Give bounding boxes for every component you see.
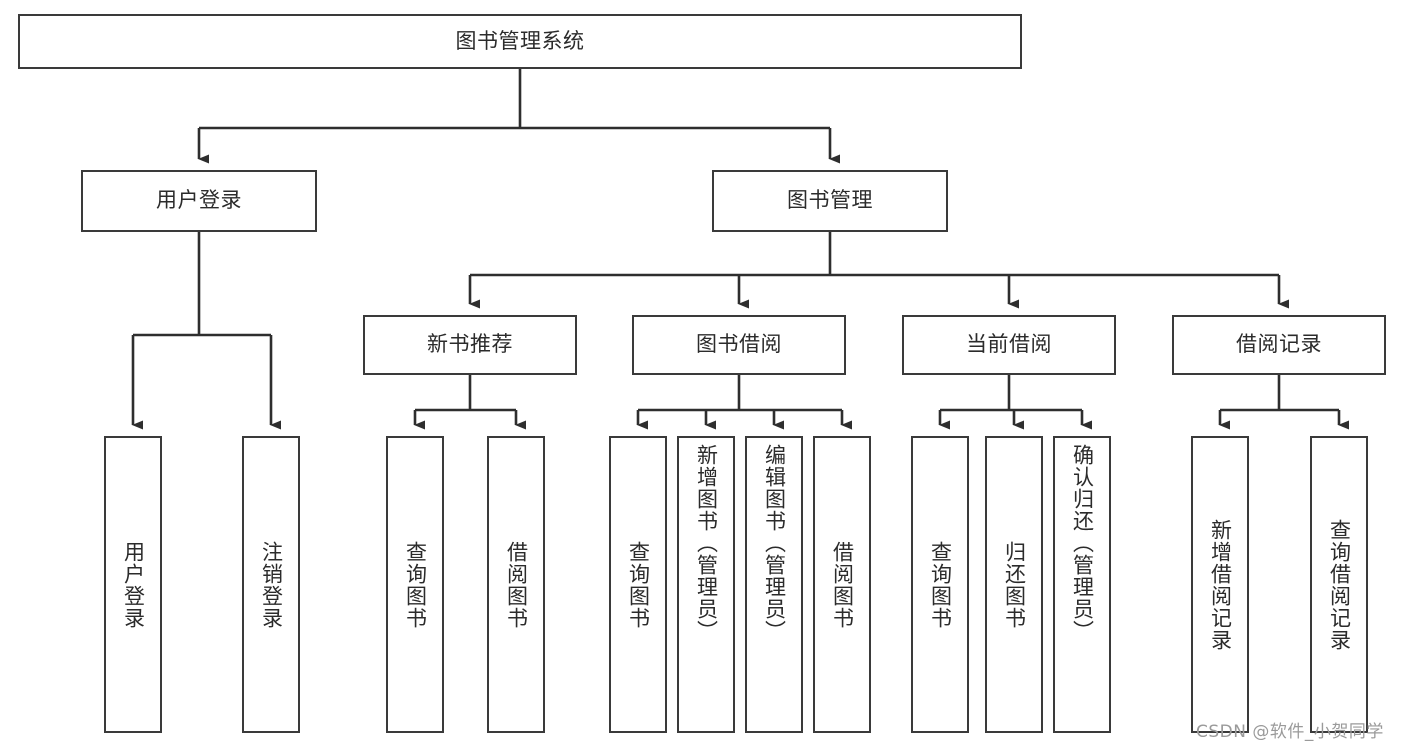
node-label-records: 借阅记录 xyxy=(1236,332,1322,357)
node-label-bookmgmt: 图书管理 xyxy=(787,188,873,213)
node-leaf-cur-confirm[interactable]: 确认归还（管理员） xyxy=(1053,436,1111,733)
edges xyxy=(131,69,1349,430)
node-label-root: 图书管理系统 xyxy=(455,28,585,53)
node-recommend[interactable]: 新书推荐 xyxy=(363,315,577,375)
node-label-leaf-bor-query: 查询图书 xyxy=(626,540,651,629)
node-current[interactable]: 当前借阅 xyxy=(902,315,1116,375)
node-records[interactable]: 借阅记录 xyxy=(1172,315,1386,375)
node-label-leaf-user-login: 用户登录 xyxy=(121,540,146,629)
node-label-borrow: 图书借阅 xyxy=(696,332,782,357)
node-label-leaf-rec-search: 查询借阅记录 xyxy=(1327,518,1352,651)
node-leaf-rec-add[interactable]: 新增借阅记录 xyxy=(1191,436,1249,733)
node-label-leaf-cur-return: 归还图书 xyxy=(1002,540,1027,629)
node-root[interactable]: 图书管理系统 xyxy=(18,14,1022,69)
node-leaf-bor-edit[interactable]: 编辑图书（管理员） xyxy=(745,436,803,733)
watermark-label: CSDN @软件_小贺同学 xyxy=(1196,722,1384,742)
node-label-login: 用户登录 xyxy=(156,188,242,213)
node-leaf-bor-query[interactable]: 查询图书 xyxy=(609,436,667,733)
node-leaf-rec-borrow[interactable]: 借阅图书 xyxy=(487,436,545,733)
node-login[interactable]: 用户登录 xyxy=(81,170,317,232)
node-leaf-user-login[interactable]: 用户登录 xyxy=(104,436,162,733)
node-leaf-cur-query[interactable]: 查询图书 xyxy=(911,436,969,733)
node-label-leaf-bor-add: 新增图书（管理员） xyxy=(694,444,719,642)
node-label-leaf-cur-query: 查询图书 xyxy=(928,540,953,629)
node-label-leaf-rec-add: 新增借阅记录 xyxy=(1208,518,1233,651)
node-leaf-rec-search[interactable]: 查询借阅记录 xyxy=(1310,436,1368,733)
node-leaf-bor-add[interactable]: 新增图书（管理员） xyxy=(677,436,735,733)
node-label-leaf-logout: 注销登录 xyxy=(259,540,284,629)
node-label-leaf-rec-query: 查询图书 xyxy=(403,540,428,629)
node-borrow[interactable]: 图书借阅 xyxy=(632,315,846,375)
node-leaf-cur-return[interactable]: 归还图书 xyxy=(985,436,1043,733)
node-label-leaf-rec-borrow: 借阅图书 xyxy=(504,540,529,629)
node-label-current: 当前借阅 xyxy=(966,332,1052,357)
node-label-leaf-bor-edit: 编辑图书（管理员） xyxy=(762,444,787,642)
node-leaf-rec-query[interactable]: 查询图书 xyxy=(386,436,444,733)
node-bookmgmt[interactable]: 图书管理 xyxy=(712,170,948,232)
node-leaf-logout[interactable]: 注销登录 xyxy=(242,436,300,733)
node-leaf-bor-lend[interactable]: 借阅图书 xyxy=(813,436,871,733)
node-label-recommend: 新书推荐 xyxy=(427,332,513,357)
node-label-leaf-bor-lend: 借阅图书 xyxy=(830,540,855,629)
node-label-leaf-cur-confirm: 确认归还（管理员） xyxy=(1070,444,1095,642)
